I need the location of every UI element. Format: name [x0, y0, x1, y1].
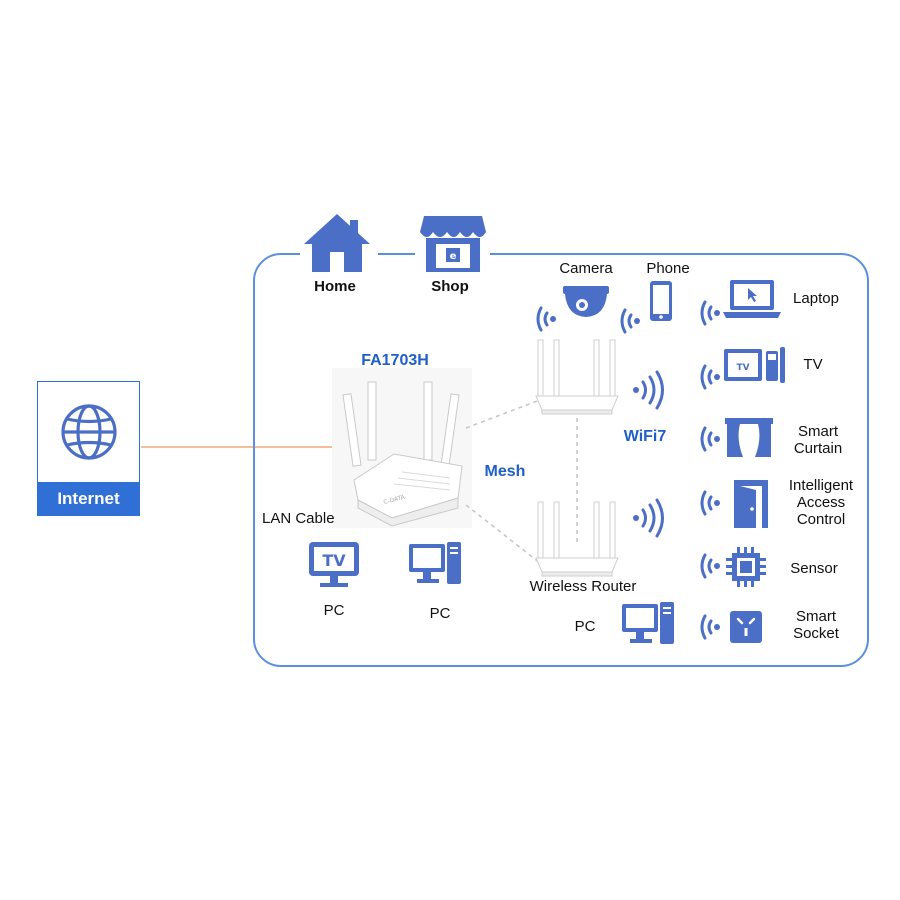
svg-text:TV: TV — [322, 551, 346, 570]
shop-icon: e — [420, 216, 486, 272]
main-router-model: FA1703H — [361, 352, 429, 369]
location-shop-label: Shop — [431, 278, 469, 295]
laptop-icon — [723, 280, 781, 318]
svg-text:e: e — [450, 251, 457, 262]
signal-in-icon — [700, 300, 720, 326]
signal-in-icon — [700, 364, 720, 390]
chip-icon — [726, 547, 766, 587]
wired-pc-label-1: PC — [323, 602, 345, 619]
signal-in-icon — [700, 426, 720, 452]
smart-tv-icon: TV — [724, 347, 785, 383]
main-router: C-DATA — [332, 368, 472, 528]
phone-icon — [650, 281, 672, 321]
mesh-pc-label: PC — [574, 618, 596, 635]
svg-text:TV: TV — [736, 363, 749, 373]
wifi7-label: WiFi7 — [623, 428, 667, 445]
wifi-signal-icon — [633, 370, 664, 410]
signal-in-icon — [620, 308, 640, 334]
phone-label: Phone — [646, 260, 690, 277]
lan-cable-label: LAN Cable — [262, 510, 335, 527]
device-sensor-label: Sensor — [790, 560, 838, 577]
socket-icon — [730, 611, 762, 643]
device-socket-label: Smart Socket — [793, 608, 839, 642]
location-home-label: Home — [314, 278, 356, 295]
device-laptop-label: Laptop — [793, 290, 839, 307]
mesh-computer-icon — [622, 602, 674, 644]
device-access-control-label: Intelligent Access Control — [788, 477, 854, 528]
camera-icon — [563, 286, 609, 317]
mesh-label: Mesh — [484, 463, 526, 480]
mesh-router-bottom — [535, 501, 619, 577]
signal-in-icon — [700, 490, 720, 516]
wifi-signal-icon — [633, 498, 664, 538]
signal-in-icon — [536, 306, 556, 332]
wireless-router-label: Wireless Router — [529, 578, 637, 595]
camera-label: Camera — [559, 260, 613, 277]
device-curtain-label: Smart Curtain — [793, 423, 843, 457]
curtain-icon — [725, 418, 773, 457]
signal-in-icon — [700, 553, 720, 579]
mesh-router-top — [535, 339, 619, 415]
wired-pc-label-2: PC — [429, 605, 451, 622]
door-icon — [734, 480, 768, 528]
computer-icon — [409, 542, 461, 584]
internet-label: Internet — [37, 482, 140, 516]
house-icon — [304, 214, 370, 272]
device-tv-label: TV — [803, 356, 823, 373]
signal-in-icon — [700, 614, 720, 640]
internet-node: Internet — [37, 381, 140, 516]
tv-icon: TV — [309, 542, 359, 587]
globe-icon — [61, 404, 117, 460]
network-frame — [253, 253, 869, 667]
